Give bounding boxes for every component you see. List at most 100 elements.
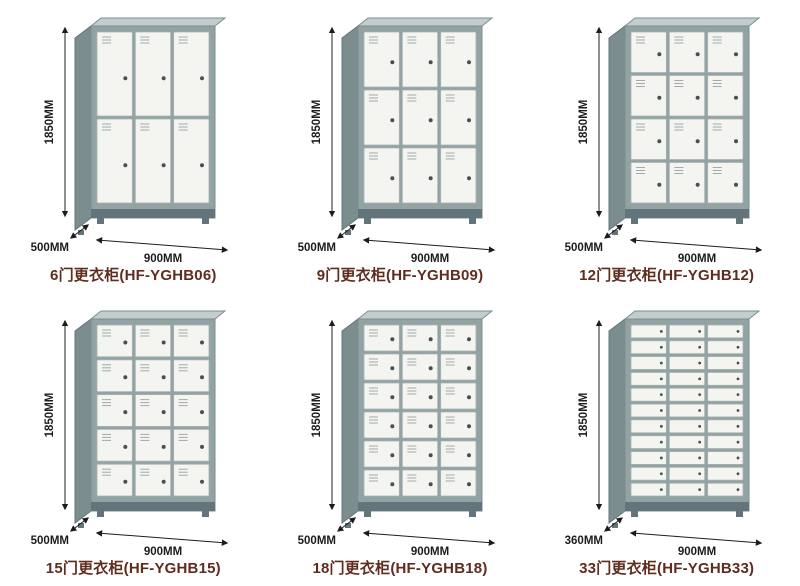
- door-lock-icon: [161, 340, 166, 345]
- locker-plinth: [624, 209, 749, 218]
- door-lock-icon: [697, 330, 701, 333]
- door-lock-icon: [695, 95, 700, 100]
- door-lock-icon: [161, 410, 166, 415]
- door-lock-icon: [656, 52, 661, 57]
- door-lock-icon: [736, 472, 740, 476]
- door-lock-icon: [466, 366, 471, 371]
- depth-dimension-label: 500MM: [31, 535, 69, 547]
- door-lock-icon: [736, 424, 740, 428]
- locker-door: [630, 324, 667, 339]
- locker-door: [401, 147, 439, 204]
- door-lock-icon: [733, 182, 738, 187]
- depth-dimension-label: 500MM: [298, 535, 336, 547]
- product-caption: 18门更衣柜(HF-YGHB18): [312, 560, 488, 577]
- door-lock-icon: [390, 453, 395, 458]
- locker-door: [706, 356, 744, 370]
- door-lock-icon: [428, 118, 433, 123]
- door-lock-icon: [697, 377, 701, 381]
- locker-door: [630, 118, 667, 160]
- locker-door: [706, 435, 744, 449]
- locker-door: [630, 372, 667, 386]
- locker-side-panel: [341, 25, 359, 231]
- door-lock-icon: [736, 345, 740, 349]
- door-lock-icon: [695, 182, 700, 187]
- door-lock-icon: [390, 395, 395, 400]
- door-lock-icon: [200, 375, 205, 380]
- locker-plinth: [91, 209, 216, 218]
- width-dimension-arrow: [629, 237, 762, 253]
- door-lock-icon: [428, 482, 433, 487]
- door-lock-icon: [736, 488, 740, 491]
- door-lock-icon: [736, 330, 740, 333]
- door-lock-icon: [697, 345, 701, 349]
- door-lock-icon: [697, 393, 701, 397]
- locker-door: [630, 451, 667, 465]
- depth-dimension-arrow: [336, 517, 357, 532]
- door-lock-icon: [736, 409, 740, 412]
- locker-door: [668, 75, 705, 117]
- locker-foot: [468, 218, 476, 224]
- locker-door: [706, 31, 744, 73]
- door-lock-icon: [697, 424, 701, 428]
- height-dimension-label: 1850MM: [44, 100, 56, 145]
- locker-plinth: [624, 502, 749, 511]
- width-dimension-label: 900MM: [144, 253, 182, 264]
- locker-door: [440, 147, 477, 204]
- locker-door: [706, 118, 744, 160]
- door-lock-icon: [697, 472, 701, 476]
- door-lock-icon: [697, 409, 701, 412]
- locker-door: [668, 356, 705, 370]
- locker-door: [96, 118, 134, 204]
- locker-door: [173, 31, 210, 117]
- locker-door: [668, 31, 705, 73]
- door-lock-icon: [736, 377, 740, 381]
- width-dimension-label: 900MM: [677, 546, 715, 557]
- locker-door: [668, 466, 705, 481]
- door-lock-icon: [200, 76, 205, 81]
- locker-side-panel: [74, 25, 92, 231]
- locker-door: [668, 435, 705, 449]
- locker-top-panel: [623, 310, 761, 320]
- locker-door: [440, 353, 477, 381]
- door-lock-icon: [659, 409, 663, 412]
- locker-door: [668, 162, 705, 204]
- product-caption: 15门更衣柜(HF-YGHB15): [45, 560, 221, 577]
- door-lock-icon: [390, 366, 395, 371]
- width-dimension-arrow: [629, 530, 762, 546]
- product-caption: 9门更衣柜(HF-YGHB09): [316, 267, 484, 284]
- door-lock-icon: [659, 345, 663, 349]
- door-lock-icon: [656, 139, 661, 144]
- locker-door: [668, 372, 705, 386]
- locker-foot: [202, 511, 210, 517]
- locker-door: [706, 372, 744, 386]
- locker-door: [401, 382, 439, 410]
- door-lock-icon: [428, 424, 433, 429]
- locker-door: [706, 419, 744, 434]
- locker-door: [630, 482, 667, 497]
- door-lock-icon: [390, 337, 395, 342]
- locker-door: [401, 411, 439, 439]
- door-lock-icon: [161, 76, 166, 81]
- locker-top-panel: [356, 17, 494, 27]
- door-lock-icon: [200, 444, 205, 449]
- locker-door: [630, 466, 667, 481]
- door-lock-icon: [161, 444, 166, 449]
- door-lock-icon: [428, 453, 433, 458]
- door-lock-icon: [736, 440, 740, 444]
- locker-door: [401, 324, 439, 352]
- locker-door: [363, 31, 400, 88]
- door-lock-icon: [161, 479, 166, 484]
- locker-door: [401, 353, 439, 381]
- locker-door: [363, 89, 400, 146]
- depth-dimension-label: 500MM: [31, 242, 69, 254]
- locker-side-panel: [341, 318, 359, 524]
- depth-dimension-arrow: [336, 224, 357, 239]
